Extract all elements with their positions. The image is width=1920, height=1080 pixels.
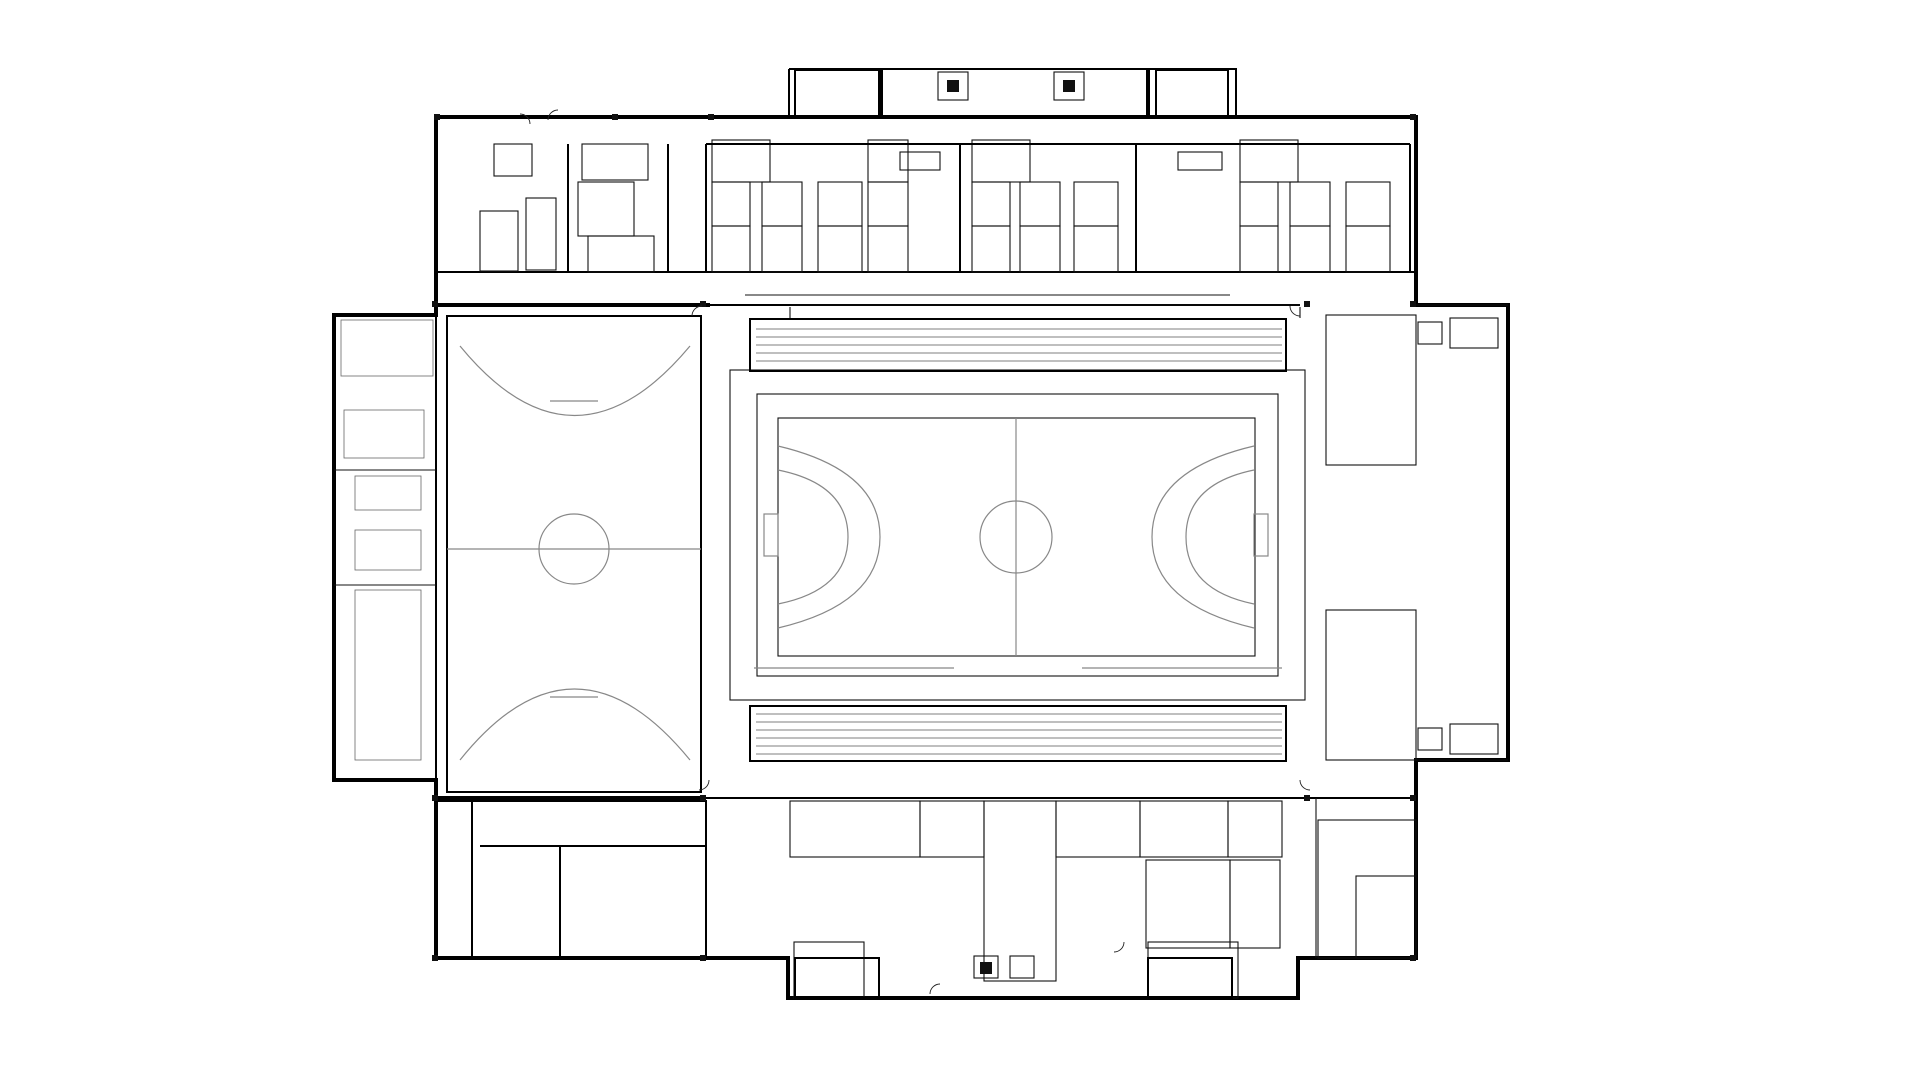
north-stands	[749, 318, 1287, 372]
north-wing-rooms	[436, 139, 1416, 307]
east-foyer	[1325, 304, 1508, 761]
main-arena	[729, 369, 1306, 701]
south-stands	[749, 705, 1287, 762]
training-court	[446, 315, 702, 793]
door-swings	[519, 109, 1311, 995]
corridor-openings	[745, 294, 1301, 318]
north-entrance-block	[794, 69, 1229, 119]
building-outline	[332, 68, 1510, 1000]
south-circulation	[794, 955, 1233, 999]
south-wing-rooms	[435, 796, 1417, 999]
west-fitness-area	[333, 314, 437, 781]
structural-columns	[432, 114, 1416, 961]
